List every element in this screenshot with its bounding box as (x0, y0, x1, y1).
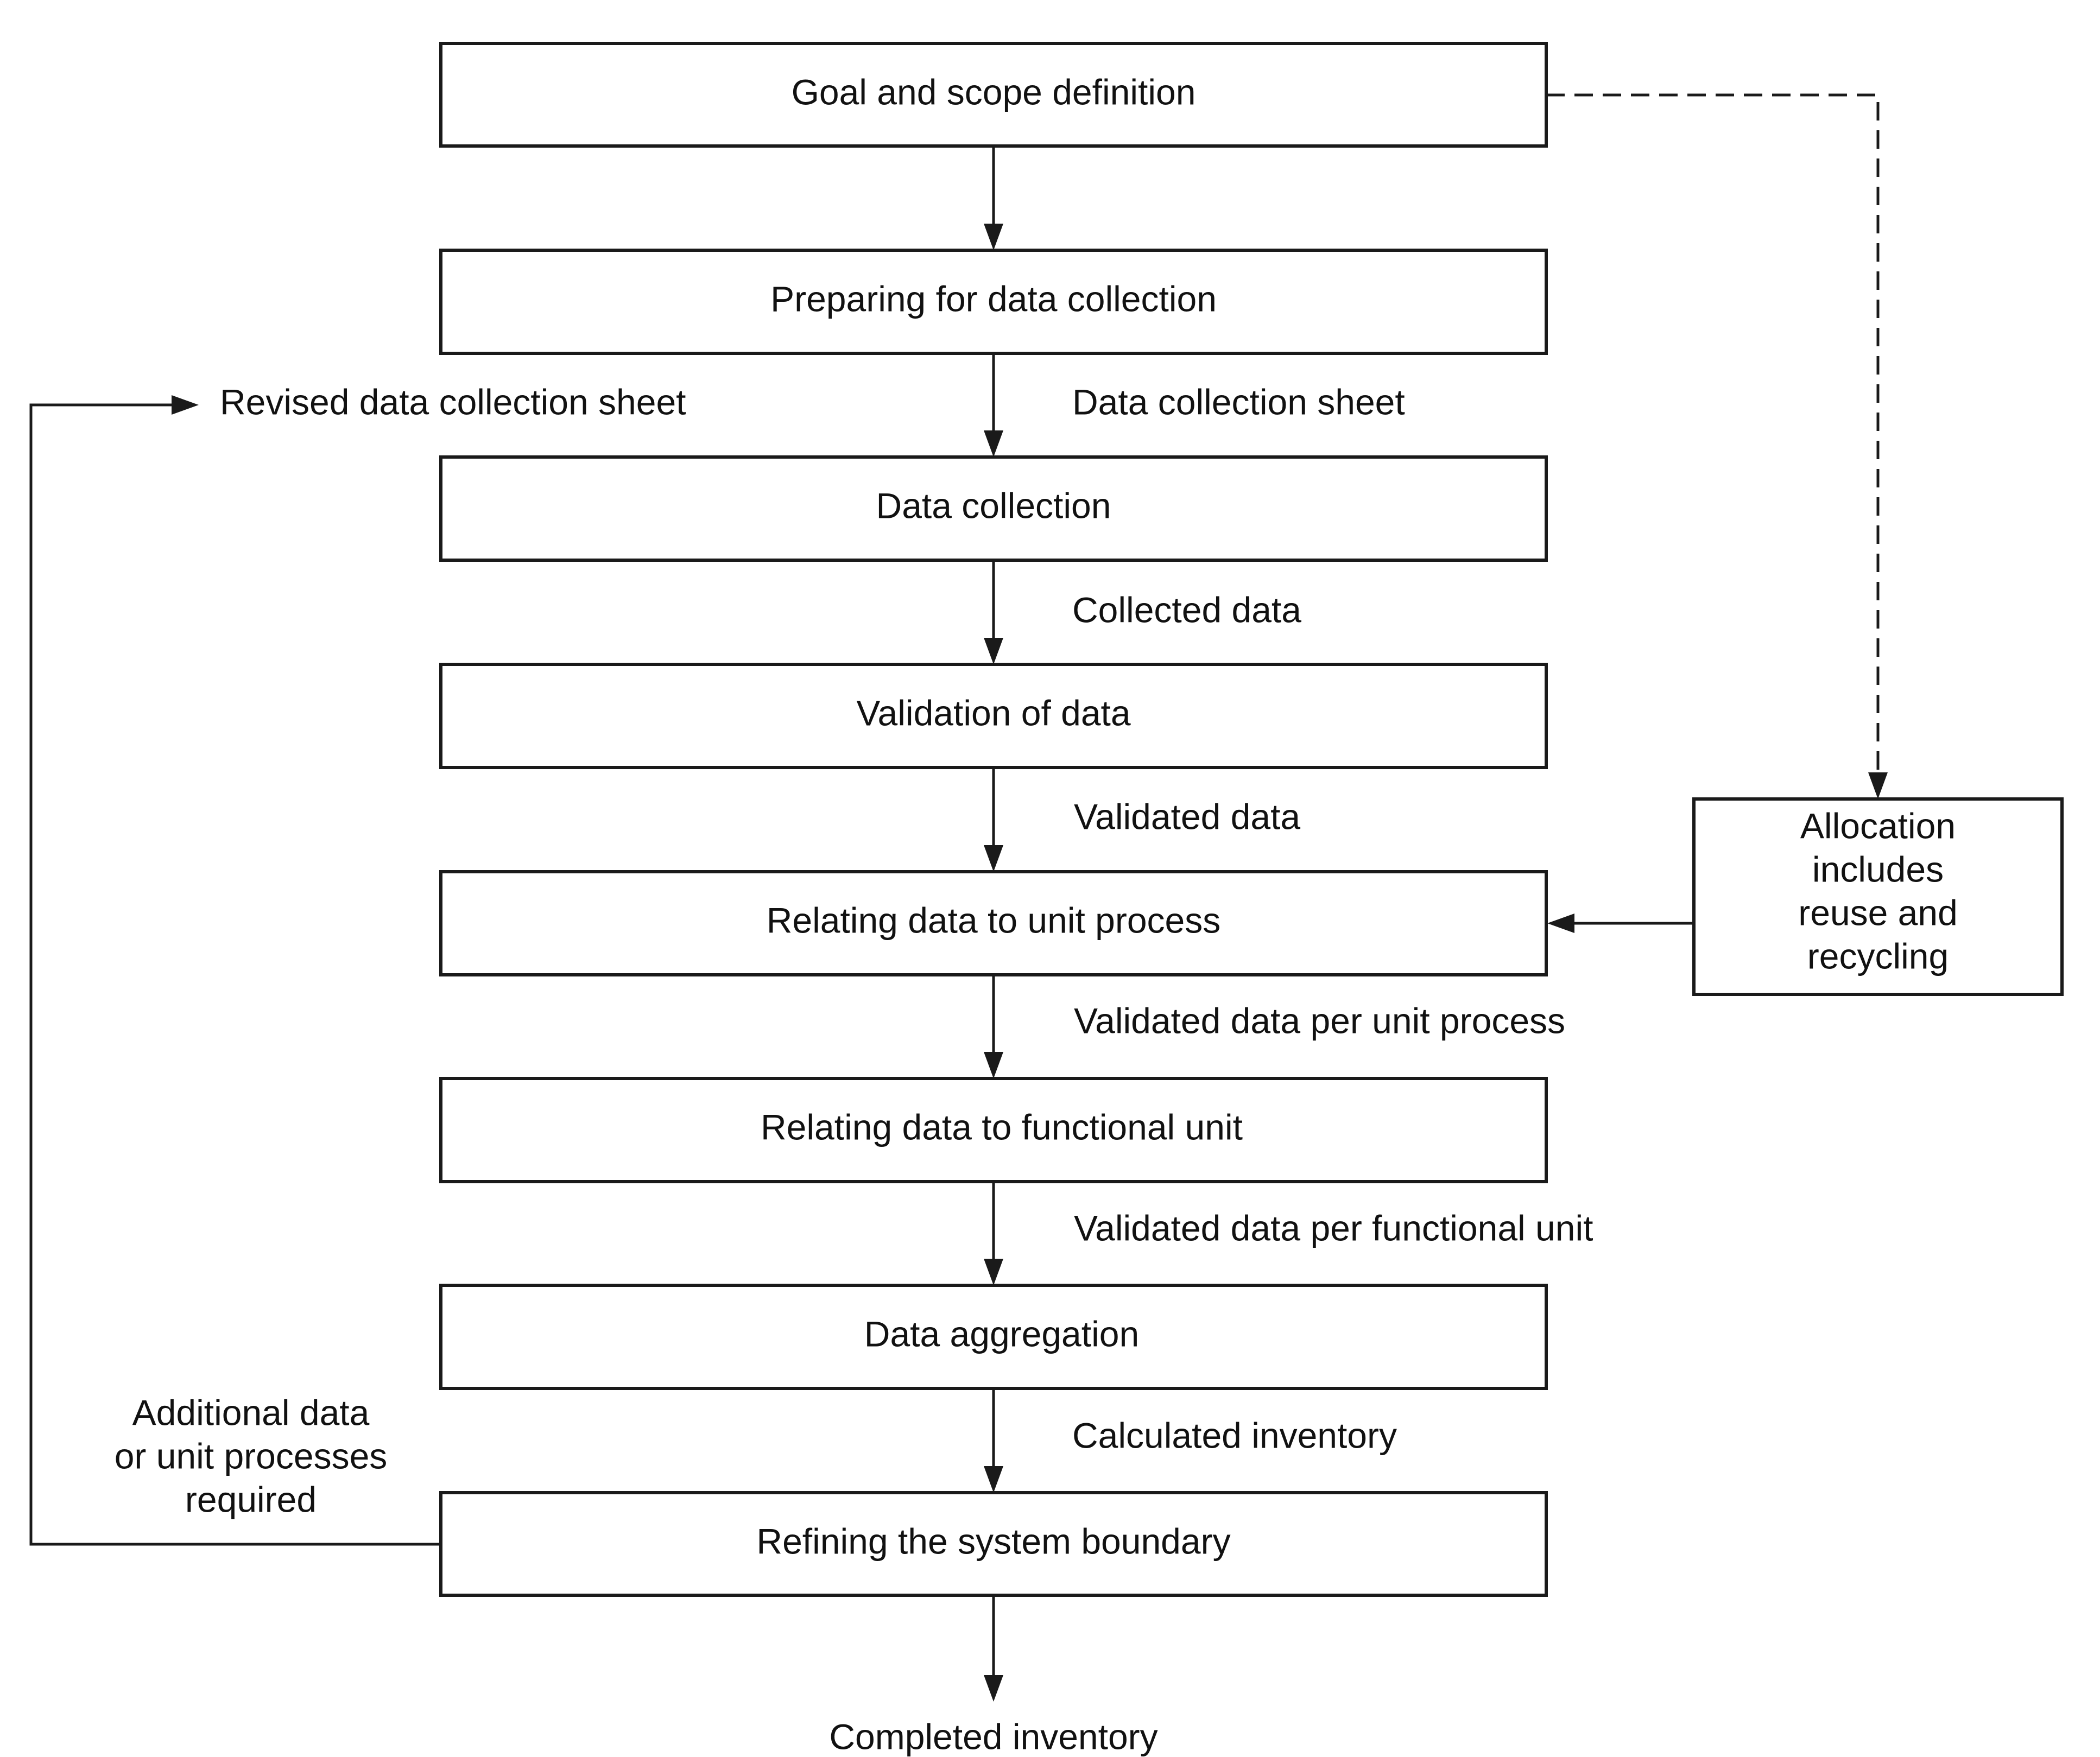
node-relating-unit-process: Relating data to unit process (439, 870, 1548, 976)
node-functional-unit-label: Relating data to functional unit (761, 1107, 1243, 1147)
node-validation-of-data: Validation of data (439, 663, 1548, 769)
allocation-line-3: reuse and (1798, 892, 1958, 933)
node-unit-process-label: Relating data to unit process (767, 900, 1221, 940)
dashed-arrow-goal-to-allocation (1546, 93, 1888, 799)
label-validated-data: Validated data (1074, 796, 1300, 836)
arrow-unit-process-to-functional-unit (984, 975, 1003, 1079)
arrow-collect-to-validate (984, 560, 1003, 664)
node-aggregate-label: Data aggregation (864, 1314, 1139, 1354)
arrow-prepare-to-collect (984, 353, 1003, 457)
label-validated-data-per-functional-unit: Validated data per functional unit (1074, 1208, 1593, 1248)
label-additional-line-3: required (185, 1479, 317, 1519)
arrow-allocation-to-unit-process (1547, 914, 1694, 933)
label-collected-data: Collected data (1072, 589, 1301, 630)
node-refine-label: Refining the system boundary (756, 1521, 1230, 1561)
label-additional-line-2: or unit processes (115, 1436, 388, 1476)
node-collect-label: Data collection (876, 485, 1111, 525)
label-revised-data-collection-sheet: Revised data collection sheet (220, 382, 686, 422)
node-allocation: Allocation includes reuse and recycling (1692, 797, 2064, 996)
allocation-line-1: Allocation (1800, 805, 1956, 846)
label-data-collection-sheet: Data collection sheet (1072, 382, 1405, 422)
node-validate-label: Validation of data (856, 693, 1130, 733)
node-goal-and-scope: Goal and scope definition (439, 42, 1548, 148)
arrow-functional-unit-to-aggregation (984, 1182, 1003, 1285)
arrow-refine-to-completed (984, 1595, 1003, 1702)
arrow-validate-to-unit-process (984, 768, 1003, 872)
node-prepare-label: Preparing for data collection (770, 278, 1217, 319)
node-preparing-data-collection: Preparing for data collection (439, 249, 1548, 355)
node-data-collection: Data collection (439, 455, 1548, 562)
label-completed-inventory: Completed inventory (829, 1716, 1157, 1756)
node-data-aggregation: Data aggregation (439, 1284, 1548, 1390)
allocation-line-4: recycling (1807, 936, 1949, 976)
feedback-loop-arrow (29, 395, 441, 1546)
node-refining-system-boundary: Refining the system boundary (439, 1491, 1548, 1597)
label-additional-line-1: Additional data (132, 1392, 370, 1432)
label-validated-data-per-unit-process: Validated data per unit process (1074, 1000, 1565, 1041)
node-relating-functional-unit: Relating data to functional unit (439, 1077, 1548, 1183)
arrow-goal-to-prepare (984, 146, 1003, 250)
label-calculated-inventory: Calculated inventory (1072, 1415, 1397, 1455)
allocation-line-2: includes (1812, 849, 1944, 889)
arrow-aggregation-to-refine (984, 1388, 1003, 1493)
node-goal-label: Goal and scope definition (792, 72, 1196, 112)
